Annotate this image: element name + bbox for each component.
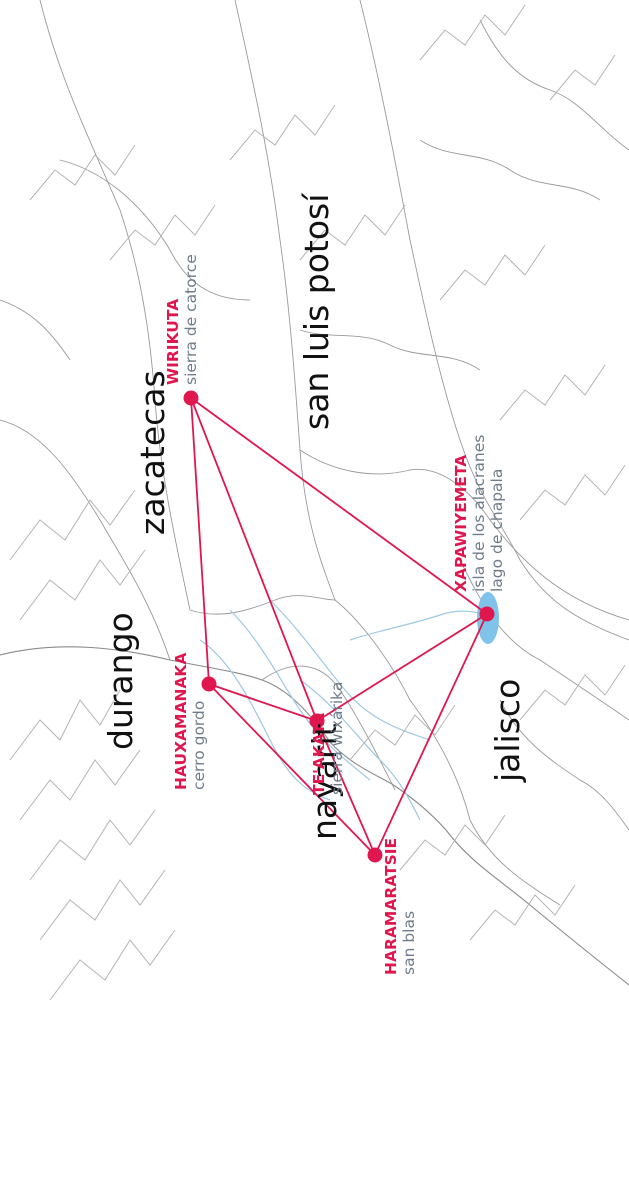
border-zacatecas-jalisco — [189, 595, 411, 701]
river-2 — [229, 609, 371, 781]
marker-xapawiyemeta — [479, 606, 495, 622]
site-labels: WIRIKUTA sierra de catorce HAUXAMANAKA c… — [164, 254, 506, 975]
route-wirikuta-xapawiyemeta — [190, 397, 488, 615]
coastline — [0, 646, 629, 986]
site-sub-teakata: sierra wixárika — [328, 682, 346, 795]
site-sub2-xapawiyemeta: lago de chapala — [488, 469, 506, 592]
state-label-durango: durango — [101, 612, 140, 750]
route-hauxamanaka-teakata — [208, 683, 318, 722]
route-teakata-xapawiyemeta — [316, 613, 488, 722]
pilgrimage-routes — [190, 397, 488, 856]
border-slp-east — [359, 0, 629, 641]
route-haramaratsie-xapawiyemeta — [374, 613, 488, 856]
border-sinaloa-durango — [0, 419, 171, 661]
site-sub-haramaratsie: san blas — [400, 911, 418, 975]
marker-haramaratsie — [367, 847, 383, 863]
rivers — [199, 599, 489, 821]
route-teakata-haramaratsie — [316, 720, 376, 856]
site-sub-wirikuta: sierra de catorce — [182, 254, 200, 385]
border-inner-2 — [299, 329, 481, 371]
site-sub-hauxamanaka: cerro gordo — [190, 701, 208, 790]
border-jalisco-south — [409, 699, 561, 906]
state-label-jalisco: jalisco — [488, 679, 527, 783]
site-name-hauxamanaka: HAUXAMANAKA — [172, 653, 190, 790]
marker-wirikuta — [183, 390, 199, 406]
site-markers — [183, 390, 495, 863]
site-name-wirikuta: WIRIKUTA — [164, 299, 182, 385]
border-inner-4 — [459, 559, 629, 721]
route-wirikuta-hauxamanaka — [190, 397, 210, 685]
border-inner-1 — [59, 159, 251, 301]
border-durango-zacatecas — [39, 0, 191, 611]
river-1 — [199, 639, 331, 801]
state-label-nayarit: nayarit — [305, 723, 344, 840]
state-label-san-luis-potosi: san luis potosí — [297, 192, 336, 430]
site-name-xapawiyemeta: XAPAWIYEMETA — [452, 455, 470, 592]
route-hauxamanaka-haramaratsie — [208, 683, 376, 856]
marker-teakata — [309, 713, 325, 729]
state-borders — [0, 0, 629, 906]
route-wirikuta-teakata — [190, 397, 318, 722]
river-5 — [299, 679, 421, 821]
site-sub-xapawiyemeta: isla de los alacranes — [470, 435, 488, 592]
river-3 — [269, 599, 431, 741]
mountain-relief — [9, 4, 626, 1001]
border-zacatecas-slp — [234, 0, 336, 601]
border-inner-6 — [0, 299, 71, 361]
state-labels: durango zacatecas san luis potosí nayari… — [101, 192, 527, 840]
border-inner-3 — [419, 139, 601, 201]
marker-hauxamanaka — [201, 676, 217, 692]
border-inner-7 — [479, 19, 629, 151]
state-label-zacatecas: zacatecas — [133, 370, 172, 535]
site-name-teakata: TE'AKATA — [310, 713, 328, 795]
site-name-haramaratsie: HARAMARATSIE — [382, 838, 400, 975]
river-4 — [349, 610, 489, 641]
border-inner-5 — [499, 699, 629, 831]
border-slp-jalisco — [299, 449, 629, 621]
